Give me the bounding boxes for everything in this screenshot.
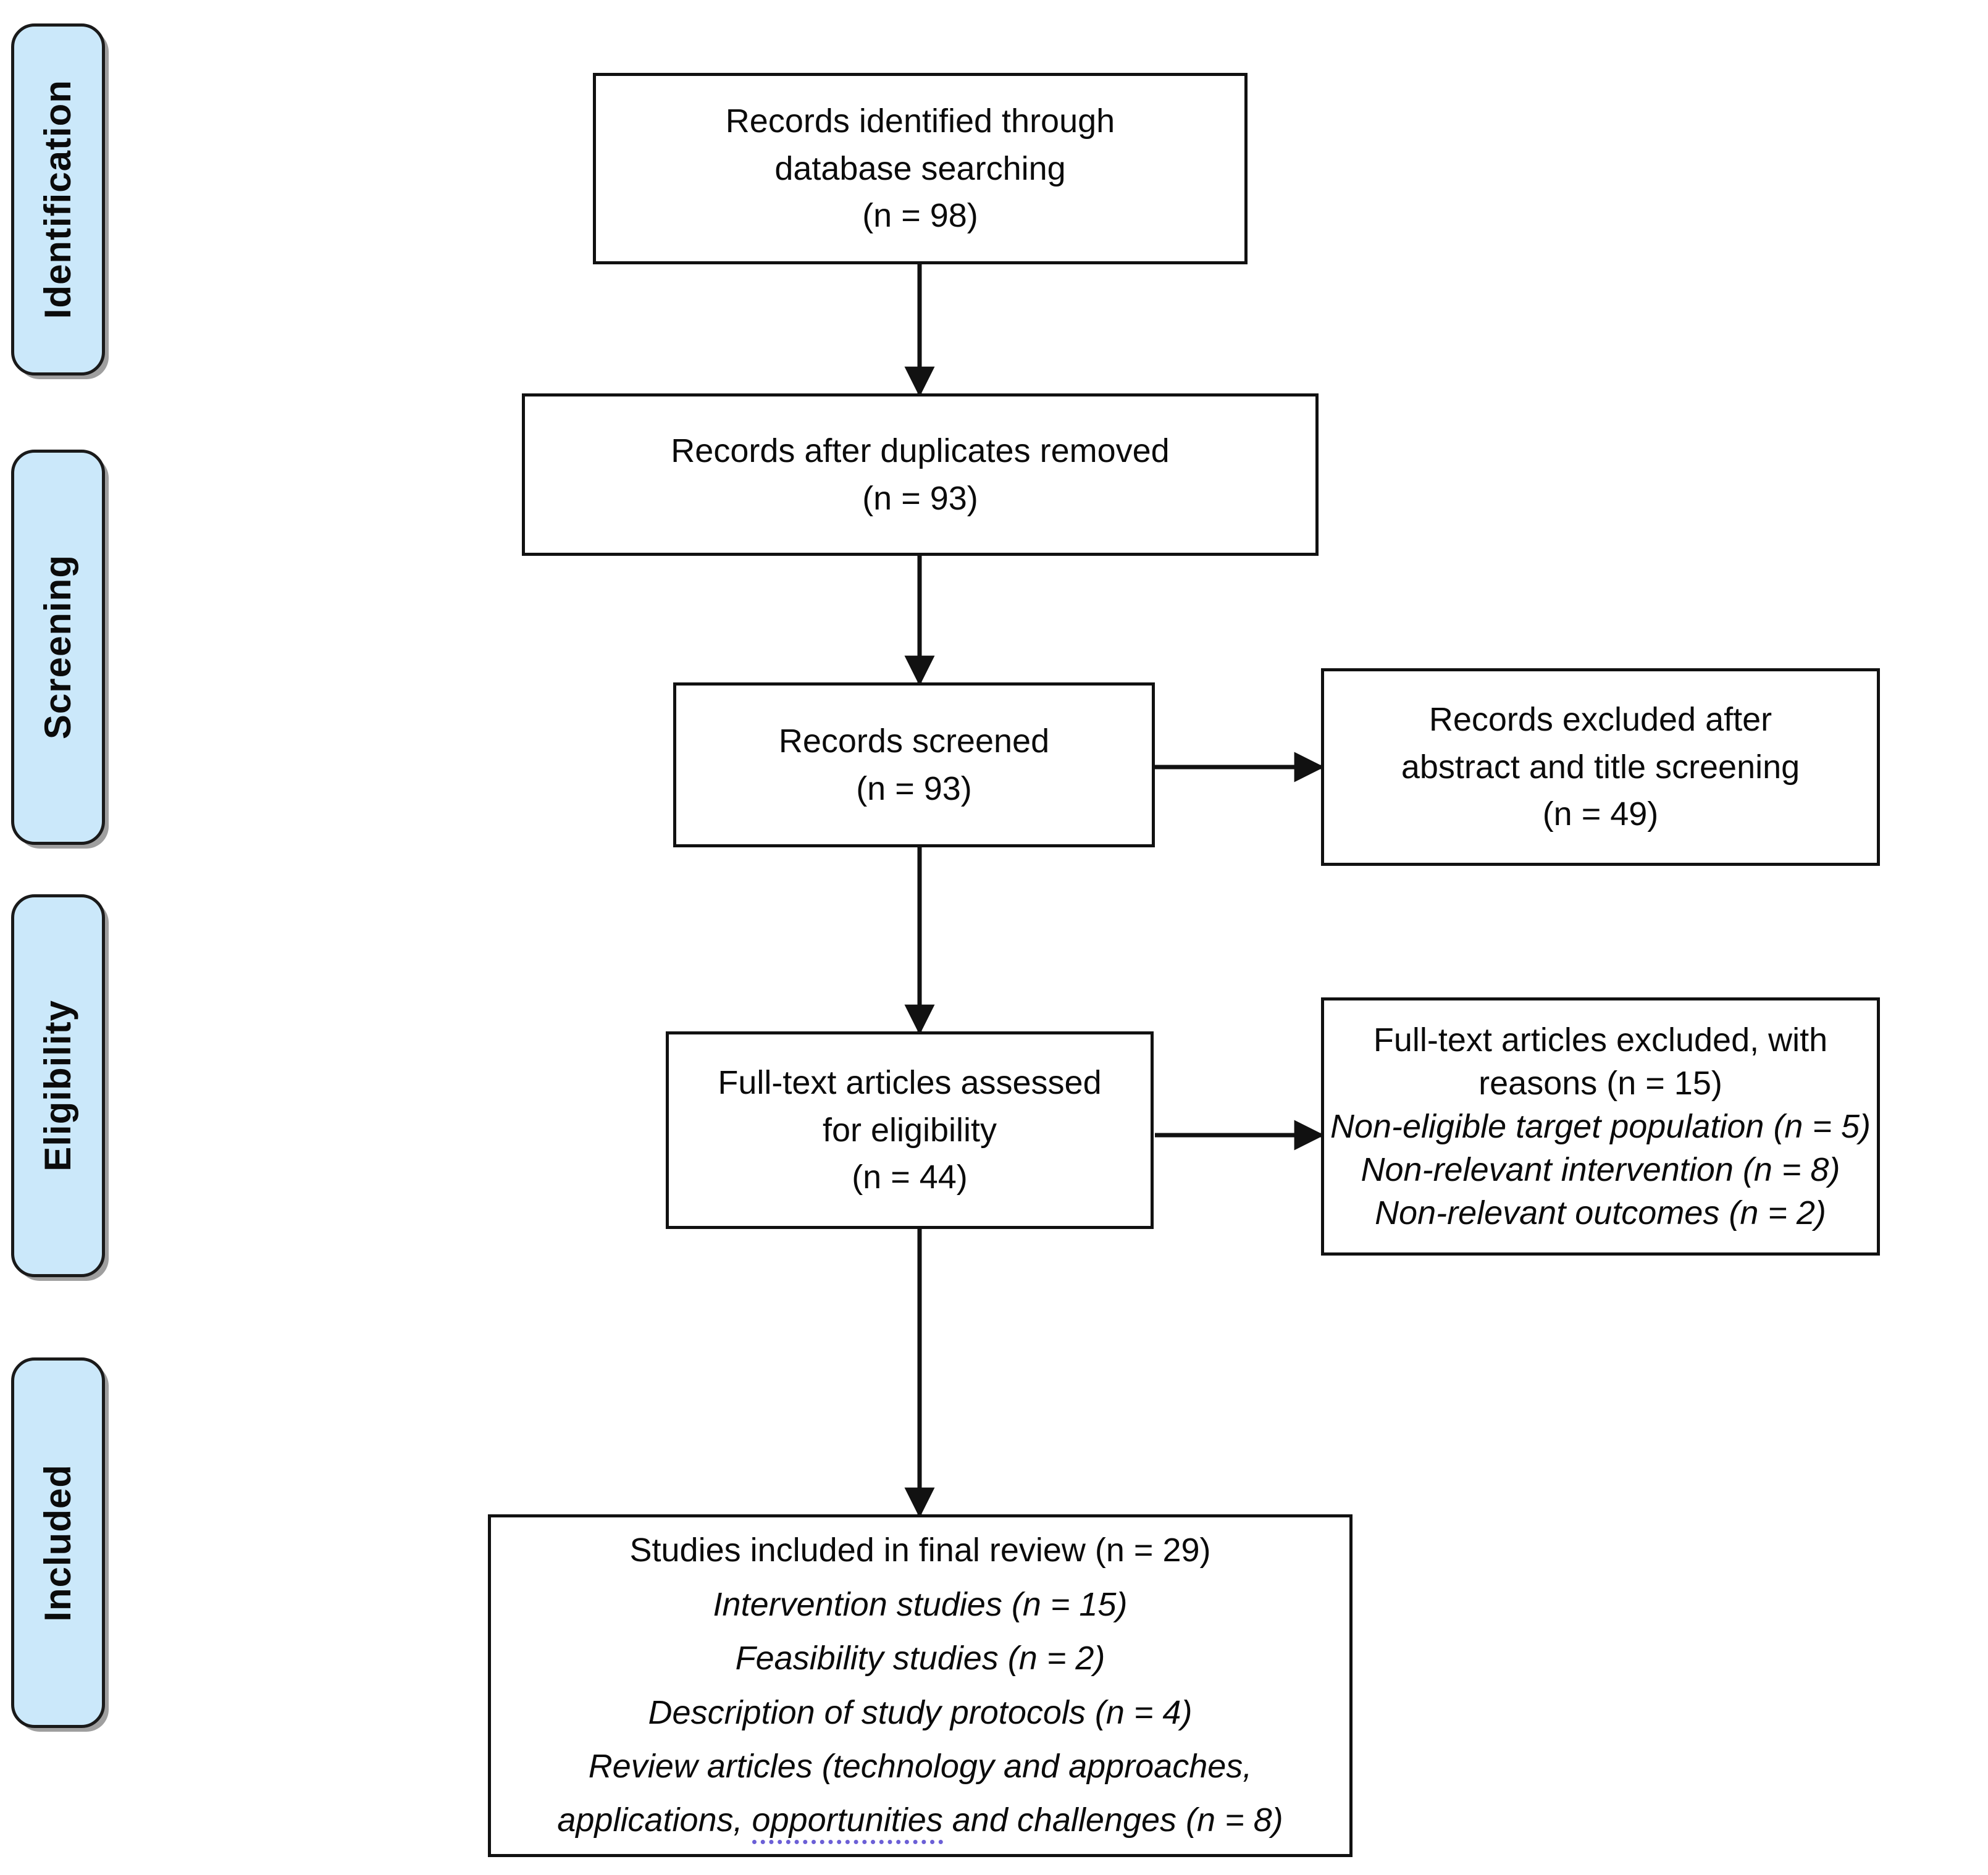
box-fulltext-excluded: Full-text articles excluded, with reason… bbox=[1321, 997, 1880, 1256]
box-fulltext-assessed: Full-text articles assessed for eligibil… bbox=[666, 1031, 1154, 1229]
box-line: Records excluded after bbox=[1428, 700, 1772, 738]
box-line: Non-relevant intervention (n = 8) bbox=[1361, 1151, 1840, 1189]
box-line: Review articles (technology and approach… bbox=[588, 1747, 1252, 1785]
box-line: abstract and title screening bbox=[1401, 748, 1800, 786]
stage-pill-eligibility: Eligibility bbox=[11, 894, 105, 1277]
stage-pill-screening: Screening bbox=[11, 450, 105, 845]
stage-pill-identification: Identification bbox=[11, 23, 105, 375]
box-line: (n = 44) bbox=[852, 1159, 968, 1196]
box-line: for eligibility bbox=[822, 1111, 997, 1149]
box-line: Intervention studies (n = 15) bbox=[713, 1585, 1128, 1623]
box-line: (n = 93) bbox=[856, 770, 972, 807]
box-line: Studies included in final review (n = 29… bbox=[629, 1532, 1211, 1569]
box-line: Records after duplicates removed bbox=[671, 432, 1170, 469]
box-line: Non-eligible target population (n = 5) bbox=[1330, 1107, 1871, 1145]
line-text-before: applications, bbox=[557, 1802, 752, 1839]
stage-label-screening: Screening bbox=[37, 555, 78, 740]
box-studies-included: Studies included in final review (n = 29… bbox=[488, 1514, 1353, 1857]
stage-label-eligibility: Eligibility bbox=[37, 1000, 78, 1172]
box-records-after-duplicates: Records after duplicates removed (n = 93… bbox=[522, 393, 1319, 556]
box-line: (n = 98) bbox=[862, 197, 978, 235]
box-line: reasons (n = 15) bbox=[1478, 1064, 1722, 1102]
box-records-excluded: Records excluded after abstract and titl… bbox=[1321, 668, 1880, 866]
box-line-with-spellcheck: applications, opportunities and challeng… bbox=[557, 1793, 1283, 1847]
box-line: Description of study protocols (n = 4) bbox=[648, 1693, 1193, 1731]
box-line: Records identified through bbox=[725, 102, 1115, 140]
box-line: Full-text articles assessed bbox=[718, 1063, 1102, 1101]
box-line: Feasibility studies (n = 2) bbox=[735, 1640, 1105, 1677]
line-text-after: and challenges (n = 8) bbox=[942, 1802, 1283, 1839]
box-line: Full-text articles excluded, with bbox=[1373, 1021, 1828, 1059]
box-line: (n = 93) bbox=[862, 479, 978, 517]
box-line: Records screened bbox=[778, 722, 1050, 760]
box-records-identified: Records identified through database sear… bbox=[593, 73, 1248, 264]
stage-label-identification: Identification bbox=[37, 80, 78, 319]
box-line: (n = 49) bbox=[1542, 795, 1659, 833]
box-line: Non-relevant outcomes (n = 2) bbox=[1375, 1194, 1826, 1232]
spellcheck-word-opportunities[interactable]: opportunities bbox=[752, 1802, 943, 1845]
stage-label-included: Included bbox=[37, 1464, 78, 1622]
box-line: database searching bbox=[774, 149, 1066, 187]
stage-pill-included: Included bbox=[11, 1357, 105, 1728]
box-records-screened: Records screened (n = 93) bbox=[673, 682, 1155, 847]
